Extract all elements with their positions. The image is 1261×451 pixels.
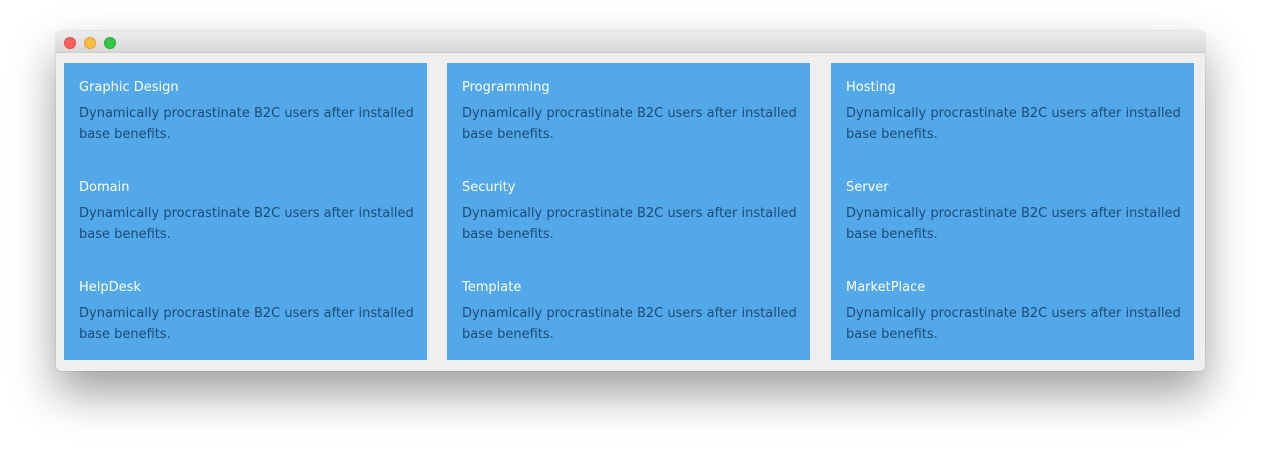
browser-window: Graphic Design Dynamically procrastinate… (56, 31, 1205, 371)
feature-item-security: Security Dynamically procrastinate B2C u… (462, 180, 802, 245)
feature-item-programming: Programming Dynamically procrastinate B2… (462, 80, 802, 145)
feature-item-server: Server Dynamically procrastinate B2C use… (846, 180, 1186, 245)
feature-description: Dynamically procrastinate B2C users afte… (462, 206, 797, 242)
feature-column-2: Programming Dynamically procrastinate B2… (447, 63, 810, 360)
feature-title: MarketPlace (846, 280, 926, 295)
feature-description: Dynamically procrastinate B2C users afte… (462, 306, 797, 342)
feature-column-1: Graphic Design Dynamically procrastinate… (64, 63, 427, 360)
feature-title: Server (846, 180, 889, 195)
feature-description: Dynamically procrastinate B2C users afte… (79, 306, 414, 342)
feature-title: Template (462, 280, 522, 295)
feature-item-helpdesk: HelpDesk Dynamically procrastinate B2C u… (79, 280, 419, 345)
feature-item-graphic-design: Graphic Design Dynamically procrastinate… (79, 80, 419, 145)
feature-item-template: Template Dynamically procrastinate B2C u… (462, 280, 802, 345)
feature-title: Hosting (846, 80, 896, 95)
features-grid: Graphic Design Dynamically procrastinate… (64, 63, 1194, 360)
window-minimize-button[interactable] (84, 37, 96, 49)
window-titlebar (56, 31, 1205, 53)
window-close-button[interactable] (64, 37, 76, 49)
feature-description: Dynamically procrastinate B2C users afte… (846, 106, 1181, 142)
window-zoom-button[interactable] (104, 37, 116, 49)
feature-column-3: Hosting Dynamically procrastinate B2C us… (831, 63, 1194, 360)
feature-description: Dynamically procrastinate B2C users afte… (846, 206, 1181, 242)
feature-title: Programming (462, 80, 550, 95)
feature-description: Dynamically procrastinate B2C users afte… (846, 306, 1181, 342)
feature-title: Graphic Design (79, 80, 179, 95)
feature-description: Dynamically procrastinate B2C users afte… (79, 106, 414, 142)
feature-item-hosting: Hosting Dynamically procrastinate B2C us… (846, 80, 1186, 145)
feature-description: Dynamically procrastinate B2C users afte… (462, 106, 797, 142)
feature-item-marketplace: MarketPlace Dynamically procrastinate B2… (846, 280, 1186, 345)
feature-description: Dynamically procrastinate B2C users afte… (79, 206, 414, 242)
feature-item-domain: Domain Dynamically procrastinate B2C use… (79, 180, 419, 245)
feature-title: HelpDesk (79, 280, 141, 295)
feature-title: Security (462, 180, 516, 195)
feature-title: Domain (79, 180, 130, 195)
